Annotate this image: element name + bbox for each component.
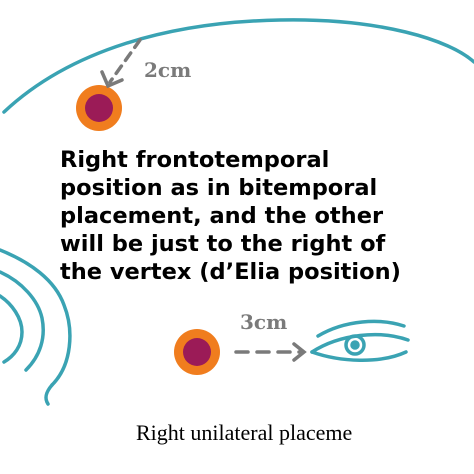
electrode-icon [76,85,122,131]
description-line: will be just to the right of [60,231,386,257]
description-line: position as in bitemporal [60,175,378,201]
distance-label-top: 2cm [144,58,192,82]
head-outline-icon [2,18,474,114]
eye-icon [310,319,410,362]
figure-caption: Right unilateral placeme [136,420,353,445]
description-line: the vertex (d’Elia position) [60,259,401,285]
arrow-icon [234,342,307,362]
placement-description: Right frontotemporal position as in bite… [60,146,474,286]
description-line: placement, and the other [60,203,384,229]
description-line: Right frontotemporal [60,147,330,173]
electrode-icon [174,329,220,375]
arrow-icon [100,38,142,89]
distance-label-bottom: 3cm [240,310,288,334]
ear-icon [0,248,72,406]
